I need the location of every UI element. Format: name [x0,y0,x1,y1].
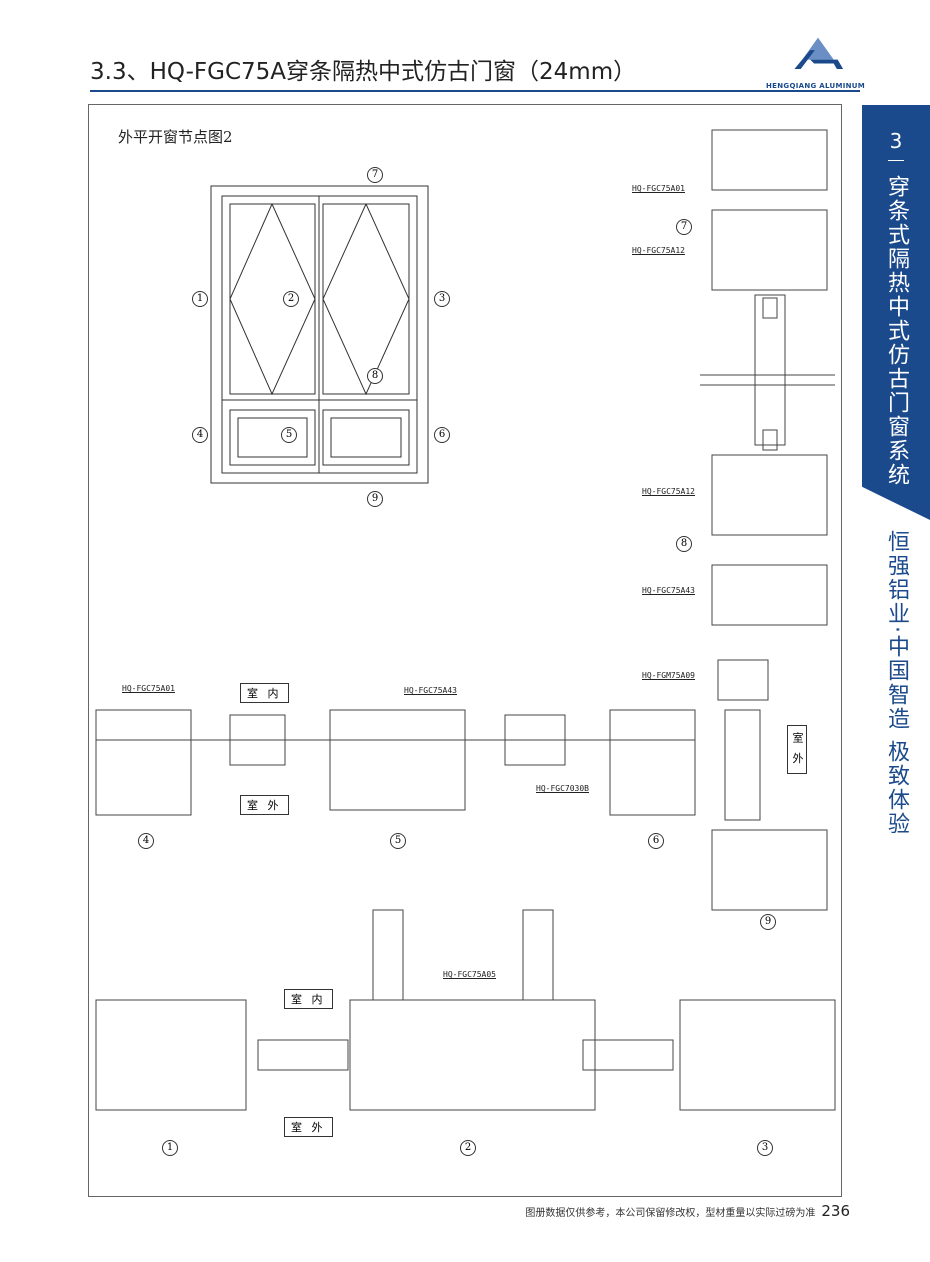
sidebar-chapter-tab: 3 穿条式隔热中式仿古门窗系统 [862,105,930,520]
marker-2: 2 [283,291,299,307]
marker-9: 9 [367,491,383,507]
section-marker-1: 1 [162,1140,178,1156]
drawing-frame [88,104,842,1197]
label-c7030b: HQ-FGC7030B [536,784,589,793]
drawing-subtitle: 外平开窗节点图2 [118,128,233,146]
divider [888,160,904,161]
marker-8: 8 [367,368,383,384]
company-logo [794,37,844,69]
label-a43-right: HQ-FGC75A43 [642,586,695,595]
label-a01-left: HQ-FGC75A01 [122,684,175,693]
section-marker-6: 6 [648,833,664,849]
section-marker-5: 5 [390,833,406,849]
chapter-number: 3 [889,129,903,153]
marker-1: 1 [192,291,208,307]
label-a43-mid: HQ-FGC75A43 [404,686,457,695]
room-outside-label-bottom: 室 外 [284,1117,333,1137]
header-rule [90,90,860,92]
section-marker-4: 4 [138,833,154,849]
section-marker-7: 7 [676,219,692,235]
section-bottom [95,909,836,1111]
logo-text: HENGQIANG ALUMINUM [766,82,866,90]
section-middle [95,709,696,816]
room-outside-label-right: 室 外 [787,725,807,774]
section-marker-9: 9 [760,914,776,930]
chapter-title: 穿条式隔热中式仿古门窗系统 [884,175,909,487]
room-inside-label-bottom: 室 内 [284,989,333,1009]
label-a05: HQ-FGC75A05 [443,970,496,979]
section-marker-8: 8 [676,536,692,552]
page-title: 3.3、HQ-FGC75A穿条隔热中式仿古门窗（24mm） [90,59,637,85]
page-number: 236 [821,1202,850,1220]
footer: 图册数据仅供参考，本公司保留修改权，型材重量以实际过磅为准 236 [525,1202,850,1220]
marker-3: 3 [434,291,450,307]
window-elevation [210,185,429,484]
label-m09: HQ-FGM75A09 [642,671,695,680]
room-inside-label: 室 内 [240,683,289,703]
room-outside-label: 室 外 [240,795,289,815]
section-top-right [700,129,835,911]
footer-note: 图册数据仅供参考，本公司保留修改权，型材重量以实际过磅为准 [525,1208,816,1219]
label-a12-mid: HQ-FGC75A12 [642,487,695,496]
marker-6: 6 [434,427,450,443]
marker-4: 4 [192,427,208,443]
label-a01-top: HQ-FGC75A01 [632,184,685,193]
marker-7: 7 [367,167,383,183]
slogan: 恒强铝业·中国智造 极致体验 [884,530,909,836]
label-a12-top: HQ-FGC75A12 [632,246,685,255]
section-marker-2: 2 [460,1140,476,1156]
section-marker-3: 3 [757,1140,773,1156]
marker-5: 5 [281,427,297,443]
